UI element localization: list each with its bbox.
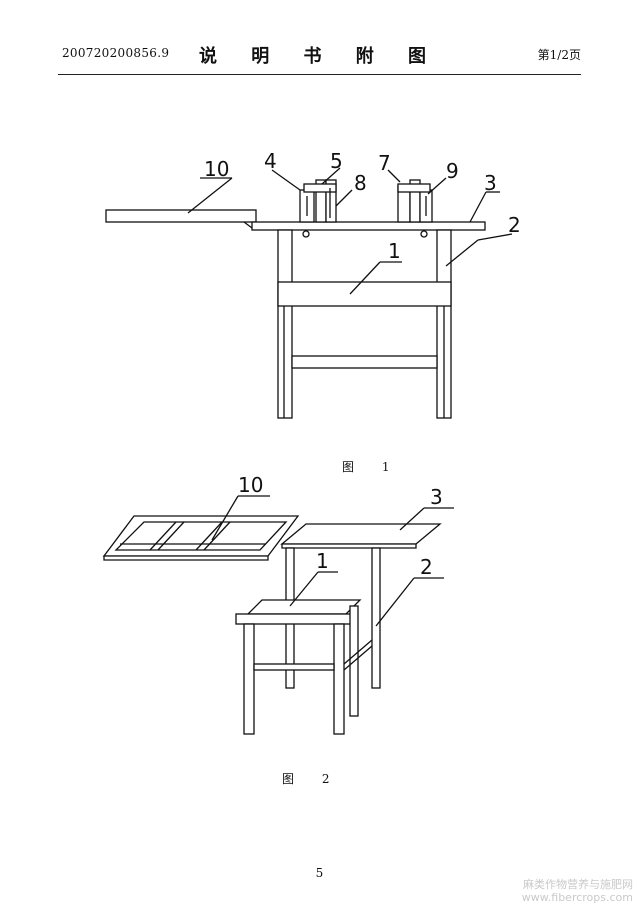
- fig2-label-3: 3: [430, 485, 443, 509]
- fig2-label-10: 10: [238, 473, 263, 497]
- fig1-label-8: 8: [354, 171, 367, 195]
- header-rule: [58, 74, 581, 75]
- figure-2-drawing: 10 3 1 2: [102, 473, 454, 735]
- patent-number: 200720200856.9: [62, 46, 170, 60]
- fig1-label-5: 5: [330, 149, 343, 173]
- fig1-label-3: 3: [484, 171, 497, 195]
- fig1-label-7: 7: [378, 151, 391, 175]
- fig1-label-10: 10: [204, 157, 229, 181]
- fig2-label-2: 2: [420, 555, 433, 579]
- fig1-label-1: 1: [388, 239, 401, 263]
- fig1-label-4: 4: [264, 149, 277, 173]
- watermark-line-1: 麻类作物营养与施肥网: [523, 878, 633, 891]
- figure-1-drawing: 10 4 5 8 7 9 3 2 1: [105, 149, 521, 419]
- fig1-label-2: 2: [508, 213, 521, 237]
- page-number: 5: [315, 866, 324, 880]
- figure-2-caption: 图 2: [282, 772, 342, 786]
- page-title: 说 明 书 附 图: [198, 46, 441, 67]
- watermark: 麻类作物营养与施肥网 www.fibercrops.com: [522, 878, 633, 904]
- figure-1-caption: 图 1: [342, 460, 402, 474]
- page-of: 第1/2页: [537, 48, 581, 62]
- fig2-label-1: 1: [316, 549, 329, 573]
- watermark-line-2: www.fibercrops.com: [521, 891, 633, 904]
- fig1-label-9: 9: [446, 159, 459, 183]
